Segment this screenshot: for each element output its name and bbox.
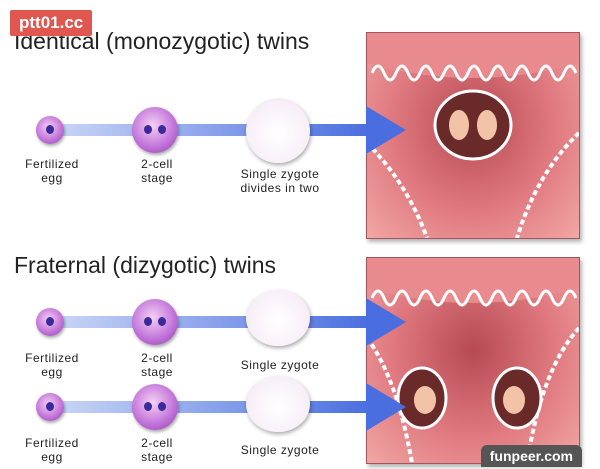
arrow-head [366,298,406,346]
label-two-cell: 2-cell stage [141,436,173,464]
arrow-head [366,383,406,431]
arrow-head [366,106,406,154]
single-zygote [246,376,310,432]
label-zygote: Single zygote divides in two [240,167,320,195]
label-egg: Fertilized egg [25,436,79,464]
label-two-cell: 2-cell stage [141,157,173,185]
fraternal-title: Fraternal (dizygotic) twins [14,252,277,278]
watermark-top: ptt01.cc [10,10,93,36]
two-cell-stage [132,107,178,153]
single-zygote [246,290,310,346]
label-two-cell: 2-cell stage [141,351,173,379]
uterus-identical-illustration [365,32,581,239]
label-egg: Fertilized egg [25,157,79,185]
zygote-dividing [246,99,310,163]
uterus-fraternal-art [365,258,581,464]
arrow-shaft [55,316,370,328]
watermark-bottom: funpeer.com [480,445,582,467]
label-zygote: Single zygote [240,358,320,372]
fertilized-egg [36,393,64,421]
arrow-shaft [55,124,370,136]
label-zygote: Single zygote [240,443,320,457]
fertilized-egg [36,116,64,144]
arrow-shaft [55,401,370,413]
uterus-fraternal-illustration [365,257,581,464]
two-cell-stage [132,384,178,430]
fertilized-egg [36,308,64,336]
label-egg: Fertilized egg [25,351,79,379]
two-cell-stage [132,299,178,345]
